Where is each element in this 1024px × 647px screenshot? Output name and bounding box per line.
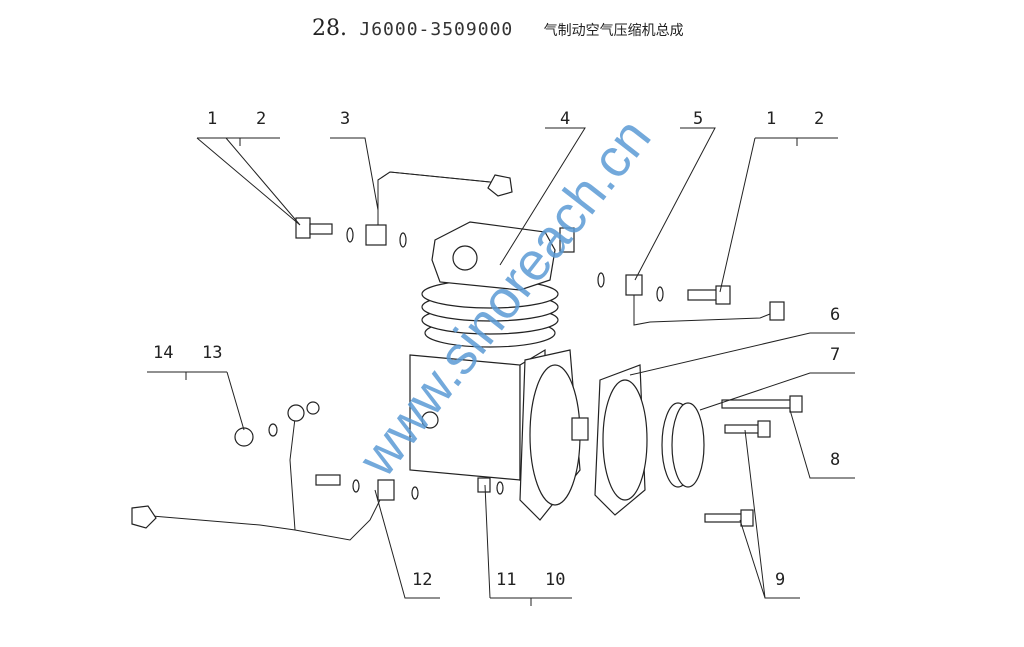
- callout-1-right: 1: [766, 109, 776, 129]
- callout-5: 5: [693, 109, 703, 129]
- leader-lines: [147, 127, 855, 606]
- callout-7: 7: [830, 345, 840, 365]
- callout-4: 4: [560, 109, 570, 129]
- callout-3: 3: [340, 109, 350, 129]
- callout-1: 1: [207, 109, 217, 129]
- compressor-drawing: [131, 171, 803, 541]
- part-code: J6000-3509000: [359, 19, 514, 40]
- callout-14: 14: [153, 343, 173, 363]
- callout-labels: 1 2 3 4 5 1 2 6 7 8 9 10 11 12 13 14: [153, 109, 840, 590]
- callout-6: 6: [830, 305, 840, 325]
- callout-2-right: 2: [814, 109, 824, 129]
- callout-10: 10: [545, 570, 565, 590]
- callout-12: 12: [412, 570, 432, 590]
- callout-8: 8: [830, 450, 840, 470]
- callout-13: 13: [202, 343, 222, 363]
- assembly-name: 气制动空气压缩机总成: [543, 23, 684, 39]
- figure-number: 28.: [312, 16, 347, 41]
- callout-11: 11: [496, 570, 516, 590]
- callout-9: 9: [775, 570, 785, 590]
- callout-2: 2: [256, 109, 266, 129]
- diagram-title: 28. J6000-3509000 气制动空气压缩机总成: [312, 16, 684, 41]
